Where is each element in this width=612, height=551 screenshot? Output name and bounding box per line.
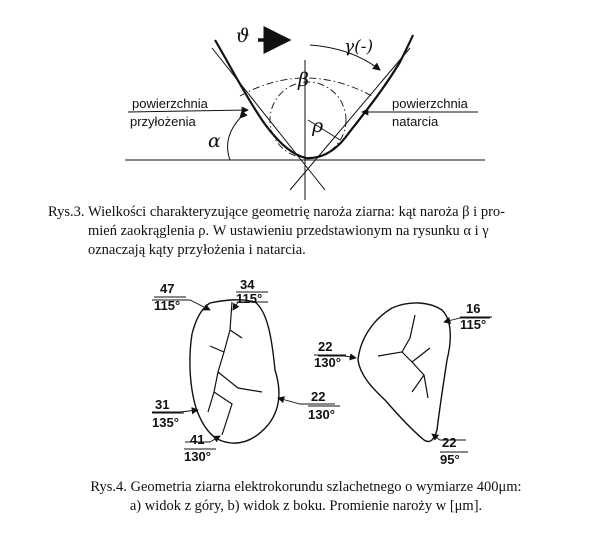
grain-a-corner-5-radius: 41 — [190, 432, 204, 447]
rake-label-line-2: natarcia — [392, 114, 439, 129]
grain-a-corner-4-angle: 135° — [152, 415, 179, 430]
grain-a-outline — [189, 299, 280, 444]
grain-b-corner-1-angle: 115° — [460, 317, 486, 332]
flank-label-line-1: powierzchnia — [132, 96, 209, 111]
figure-4-caption-line-2: a) widok z góry, b) widok z boku. Promie… — [129, 498, 483, 514]
fraction-bars — [152, 291, 492, 453]
figure-3-caption: Rys.3.Wielkości charakteryzujące geometr… — [48, 203, 505, 260]
figure-4-caption-line-1: Rys.4. Geometria ziarna elektrokorundu s… — [90, 479, 522, 495]
flank-label-line-2: przyłożenia — [130, 114, 197, 129]
velocity-symbol: ϑ — [236, 25, 250, 47]
flank-label-leader — [127, 106, 249, 114]
grain-a-corner-1-angle: 115° — [154, 298, 180, 313]
alpha-arc — [227, 110, 248, 161]
figure-3-caption-line-3: oznaczają kąty przyłożenia i natarcia. — [88, 242, 306, 258]
grain-b-corner-3-angle: 95° — [440, 452, 460, 467]
grain-a-corner-3-radius: 22 — [311, 389, 325, 404]
rake-label-line-1: powierzchnia — [392, 96, 469, 111]
grain-corner-profile — [214, 34, 415, 160]
grain-a-corner-3-angle: 130° — [308, 407, 335, 422]
gamma-symbol: γ(-) — [344, 37, 373, 57]
grain-b-leaders — [318, 316, 490, 441]
rake-tangent-line — [289, 47, 411, 191]
grain-a-corner-5-angle: 130° — [184, 449, 211, 464]
grain-b-corner-2-radius: 22 — [318, 339, 332, 354]
grain-b-corner-2-angle: 130° — [314, 355, 341, 370]
figure-3-caption-line-1: Wielkości charakteryzujące geometrię nar… — [88, 204, 505, 220]
rho-radius — [307, 119, 341, 141]
alpha-symbol: α — [208, 130, 221, 152]
grain-b-corner-1-radius: 16 — [466, 301, 480, 316]
grain-b-corner-3-radius: 22 — [442, 435, 456, 450]
figure-3-caption-line-2: mień zaokrąglenia ρ. W ustawieniu przeds… — [88, 223, 489, 239]
figure-4-caption: Rys.4. Geometria ziarna elektrokorundu s… — [0, 478, 612, 516]
grain-a-leaders — [152, 299, 335, 443]
beta-arc — [239, 77, 373, 97]
grain-b-outline — [357, 302, 451, 443]
rounding-circle — [269, 81, 347, 159]
gamma-arc — [309, 44, 381, 71]
rho-symbol: ρ — [311, 115, 324, 137]
grain-a-corner-2-radius: 34 — [240, 277, 255, 292]
figure-3-grain-corner — [125, 26, 485, 200]
grain-a-corner-4-radius: 31 — [155, 397, 169, 412]
flank-tangent-line — [211, 47, 326, 191]
grain-a-corner-2-angle: 115° — [236, 291, 262, 306]
beta-symbol: β — [297, 69, 309, 91]
figure-3-caption-label: Rys.3. — [48, 204, 85, 220]
grain-a-corner-1-radius: 47 — [160, 281, 174, 296]
